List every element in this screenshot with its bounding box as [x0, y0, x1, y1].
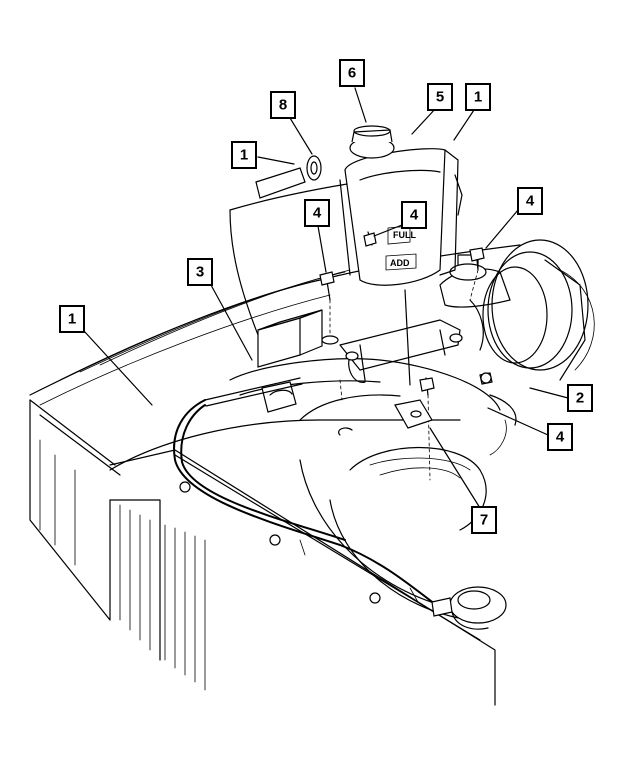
callout-2: 2 [567, 384, 593, 412]
callout-6: 6 [339, 59, 365, 87]
callout-3: 3 [187, 258, 213, 286]
callout-1-left: 1 [59, 305, 85, 333]
hose-clamp [261, 381, 297, 413]
vacuum-lines [469, 299, 517, 456]
inner-fender [229, 358, 501, 421]
callout-1-left-label: 1 [68, 311, 76, 328]
washer-reservoir: FULL ADD [339, 148, 463, 286]
grille-panel [109, 449, 496, 706]
callout-4-left: 4 [304, 199, 330, 227]
callouts: 6 8 5 1 1 4 4 4 [59, 59, 593, 534]
line-art: FULL ADD [29, 125, 595, 706]
battery [257, 309, 323, 368]
callout-8: 8 [270, 91, 296, 119]
callout-1-top-left: 1 [231, 141, 257, 169]
callout-4-right-label: 4 [526, 193, 535, 210]
callout-4-center: 4 [401, 201, 427, 229]
fender-left [29, 399, 461, 621]
reservoir-full-text: FULL [393, 230, 416, 240]
windshield-cowl [29, 181, 521, 406]
callout-4-lower: 4 [547, 423, 573, 451]
callout-7: 7 [471, 506, 497, 534]
hose-clip [394, 399, 433, 429]
callout-6-label: 6 [348, 65, 356, 82]
callout-4-left-label: 4 [313, 205, 322, 222]
callout-5-label: 5 [436, 89, 444, 106]
callout-4-center-label: 4 [410, 207, 419, 224]
callout-8-label: 8 [279, 97, 287, 114]
callout-1-top-right: 1 [465, 83, 491, 111]
reservoir-bracket [339, 289, 463, 386]
reservoir-cap [349, 125, 395, 159]
reservoir-add-text: ADD [390, 258, 410, 268]
callout-4-right: 4 [517, 187, 543, 215]
leader-lines [83, 87, 569, 509]
callout-1-top-left-label: 1 [240, 147, 248, 164]
callout-7-label: 7 [480, 512, 488, 529]
callout-5: 5 [427, 83, 453, 111]
brake-booster [439, 239, 595, 381]
washer-hose [173, 377, 441, 609]
callout-3-label: 3 [196, 264, 204, 281]
callout-4-lower-label: 4 [556, 429, 565, 446]
callout-1-top-right-label: 1 [474, 89, 482, 106]
wheel-well [299, 427, 487, 621]
washer-nozzle [431, 586, 507, 630]
callout-2-label: 2 [576, 390, 584, 407]
washer-pump [255, 155, 322, 199]
bolts [319, 231, 493, 481]
